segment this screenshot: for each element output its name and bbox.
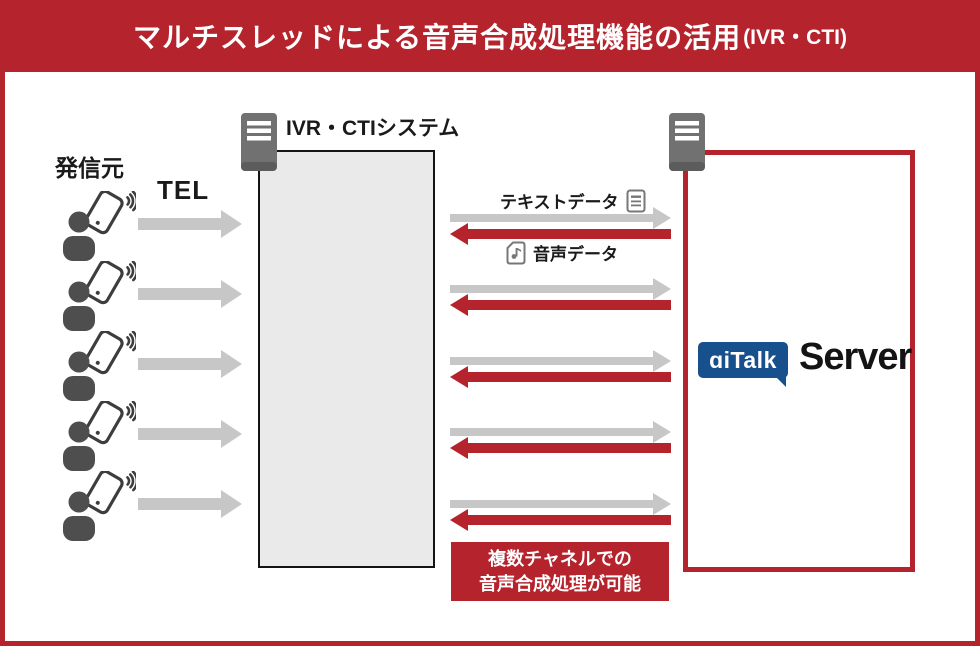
tel-arrow xyxy=(138,420,242,448)
voice-data-caption: 音声データ xyxy=(506,240,618,265)
callout-line1: 複数チャネルでの xyxy=(488,548,632,569)
aitalk-logo-text: ɑiTalk xyxy=(709,346,777,373)
text-data-arrow xyxy=(450,207,671,229)
tel-arrow xyxy=(138,280,242,308)
page-title-suffix: (IVR・CTI) xyxy=(743,26,847,49)
tel-label: TEL xyxy=(157,175,210,205)
voice-data-arrow xyxy=(450,294,671,316)
text-data-label: テキストデータ xyxy=(500,193,619,212)
caller-phone-icon xyxy=(61,471,136,541)
caller-phone-icon xyxy=(61,331,136,401)
tel-arrow xyxy=(138,210,242,238)
voice-data-arrow xyxy=(450,366,671,388)
server-product-label: Server xyxy=(799,336,912,378)
callout-line2: 音声合成処理が可能 xyxy=(479,573,641,594)
server-tower-icon xyxy=(241,113,277,171)
voice-data-arrow xyxy=(450,223,671,245)
text-data-arrow xyxy=(450,493,671,515)
text-data-caption: テキストデータ xyxy=(500,188,646,213)
ivr-cti-system-label: IVR・CTIシステム xyxy=(286,117,460,140)
text-data-arrow xyxy=(450,350,671,372)
tel-arrow xyxy=(138,350,242,378)
source-label: 発信元 xyxy=(55,155,124,181)
multichannel-callout: 複数チャネルでの 音声合成処理が可能 xyxy=(451,542,669,601)
aitalk-logo-tail xyxy=(776,377,786,387)
text-data-arrow xyxy=(450,278,671,300)
ivr-cti-system-box xyxy=(258,150,435,568)
page-title: マルチスレッドによる音声合成処理機能の活用 xyxy=(133,22,742,53)
text-document-icon xyxy=(626,189,645,212)
audio-file-icon xyxy=(506,241,526,264)
tel-arrow xyxy=(138,490,242,518)
caller-phone-icon xyxy=(61,261,136,331)
server-tower-icon xyxy=(669,113,705,171)
title-bar: マルチスレッドによる音声合成処理機能の活用 (IVR・CTI) xyxy=(0,0,980,72)
voice-data-arrow xyxy=(450,437,671,459)
text-data-arrow xyxy=(450,421,671,443)
voice-data-label: 音声データ xyxy=(533,245,618,264)
caller-phone-icon xyxy=(61,191,136,261)
voice-data-arrow xyxy=(450,509,671,531)
caller-phone-icon xyxy=(61,401,136,471)
aitalk-logo: ɑiTalk xyxy=(698,342,788,378)
